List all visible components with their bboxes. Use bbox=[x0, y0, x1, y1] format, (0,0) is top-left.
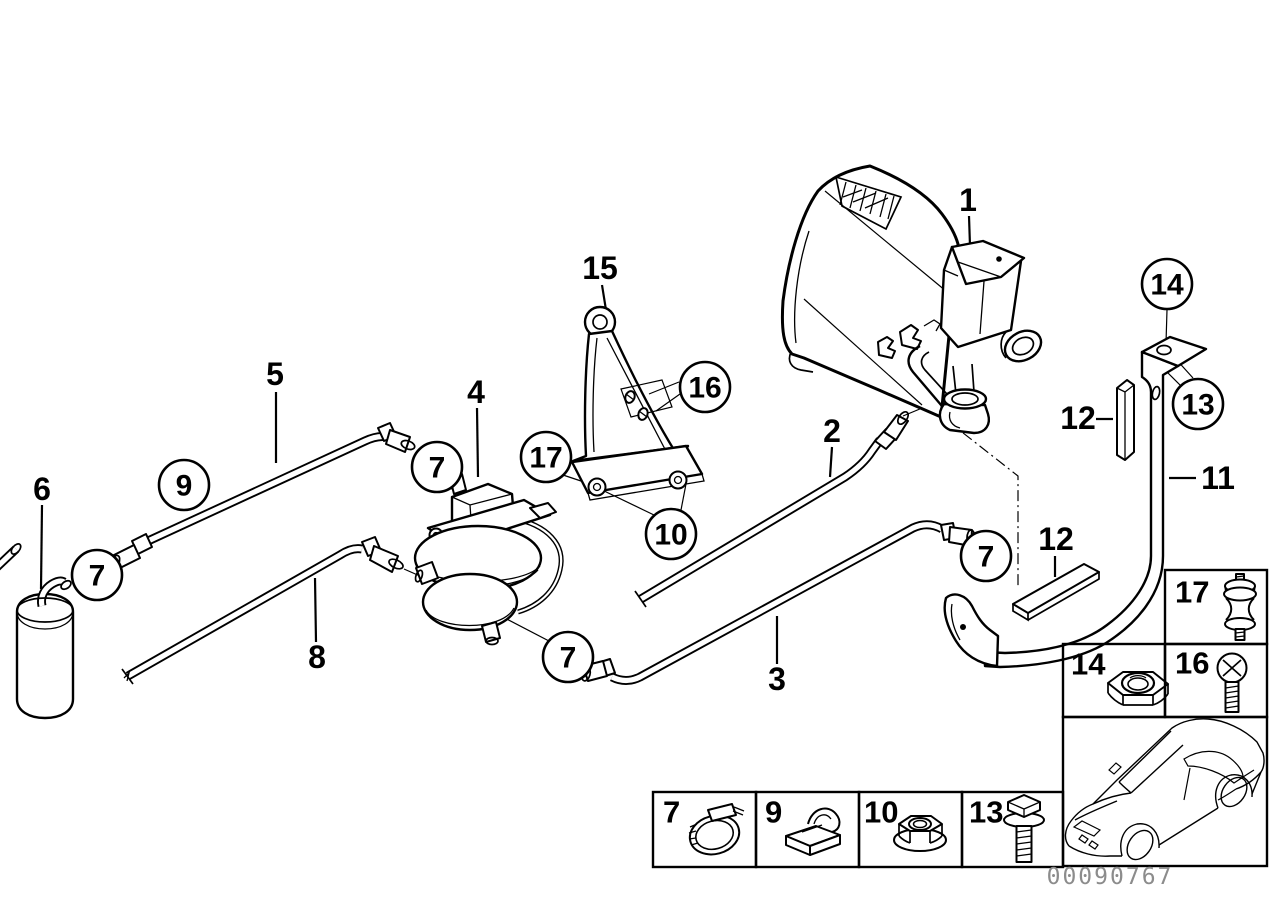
legend-cell-7[interactable]: 7 bbox=[651, 790, 758, 869]
legend-cell-13[interactable]: 13 bbox=[960, 790, 1065, 869]
callout-circled-10[interactable]: 10 bbox=[644, 507, 698, 561]
callout-12-lower[interactable]: 12 bbox=[1038, 521, 1074, 557]
callout-4[interactable]: 4 bbox=[467, 374, 485, 410]
part-6-fuel-filter-canister bbox=[15, 576, 75, 720]
canister-vent-grille bbox=[834, 175, 903, 231]
callout-12-upper[interactable]: 12 bbox=[1060, 400, 1096, 436]
diagram-id-number: 00090767 bbox=[1047, 864, 1174, 890]
svg-text:10: 10 bbox=[654, 519, 687, 552]
legend-cell-10[interactable]: 10 bbox=[857, 790, 964, 869]
part-15-holder-bracket bbox=[570, 305, 705, 501]
callout-circled-17[interactable]: 17 bbox=[519, 430, 573, 484]
svg-text:7: 7 bbox=[663, 795, 680, 830]
svg-text:16: 16 bbox=[1175, 646, 1209, 681]
bmw-coupe-outline bbox=[1064, 718, 1265, 861]
svg-text:7: 7 bbox=[429, 452, 446, 485]
part-4-vent-valve-assembly bbox=[413, 473, 564, 646]
screw-16-positions bbox=[624, 390, 649, 421]
callout-1[interactable]: 1 bbox=[959, 182, 977, 218]
hex-bolt-icon bbox=[1003, 794, 1045, 863]
callout-8[interactable]: 8 bbox=[308, 639, 326, 675]
hose-pipes bbox=[0, 432, 945, 685]
part-11-support-bracket bbox=[943, 335, 1208, 669]
callout-circled-13[interactable]: 13 bbox=[1171, 377, 1225, 431]
svg-text:7: 7 bbox=[560, 642, 577, 675]
canister-mounting-bracket bbox=[939, 239, 1026, 349]
vehicle-thumbnail[interactable] bbox=[1061, 715, 1269, 868]
svg-text:7: 7 bbox=[978, 541, 995, 574]
callout-circled-7-b[interactable]: 7 bbox=[410, 440, 464, 494]
callout-15[interactable]: 15 bbox=[582, 250, 618, 286]
svg-text:17: 17 bbox=[529, 442, 562, 475]
part-1-carbon-canister bbox=[780, 164, 1043, 435]
holder-clip-icon bbox=[785, 807, 841, 856]
canister-side-port bbox=[1000, 329, 1043, 363]
legend: 7 9 10 bbox=[651, 568, 1269, 869]
svg-text:7: 7 bbox=[89, 560, 106, 593]
flange-nut-icon bbox=[893, 815, 947, 852]
pad-12-horizontal bbox=[1012, 563, 1100, 622]
callout-circled-9[interactable]: 9 bbox=[157, 458, 211, 512]
bracket-hook-end bbox=[943, 593, 1000, 668]
callout-circled-7-d[interactable]: 7 bbox=[959, 529, 1013, 583]
hex-nut-icon bbox=[1107, 671, 1169, 706]
callout-circled-7-c[interactable]: 7 bbox=[541, 630, 595, 684]
legend-cell-9[interactable]: 9 bbox=[754, 790, 861, 869]
callout-11[interactable]: 11 bbox=[1201, 460, 1235, 496]
legend-cell-16[interactable]: 16 bbox=[1163, 642, 1269, 719]
svg-text:16: 16 bbox=[688, 372, 721, 405]
svg-text:13: 13 bbox=[1181, 389, 1214, 422]
pad-12-vertical bbox=[1116, 379, 1135, 461]
callout-circled-7-a[interactable]: 7 bbox=[70, 548, 124, 602]
callout-circled-14[interactable]: 14 bbox=[1140, 257, 1194, 311]
svg-text:13: 13 bbox=[969, 795, 1003, 830]
canister-clips bbox=[877, 319, 941, 359]
svg-text:9: 9 bbox=[176, 470, 193, 503]
hose-open-ends bbox=[10, 543, 647, 685]
svg-text:9: 9 bbox=[765, 795, 782, 830]
canister-down-pipe bbox=[938, 363, 990, 435]
svg-text:10: 10 bbox=[864, 795, 898, 830]
legend-cell-17[interactable]: 17 bbox=[1163, 568, 1269, 646]
svg-text:17: 17 bbox=[1175, 575, 1209, 610]
legend-cell-14[interactable]: 14 bbox=[1061, 642, 1169, 719]
callout-5[interactable]: 5 bbox=[266, 356, 284, 392]
slotted-screw-icon bbox=[1216, 652, 1248, 713]
callout-3[interactable]: 3 bbox=[768, 661, 786, 697]
svg-text:14: 14 bbox=[1071, 647, 1106, 682]
callout-2[interactable]: 2 bbox=[823, 413, 841, 449]
callouts: 1 2 3 4 5 6 8 11 12 12 15 9 7 7 17 10 bbox=[33, 182, 1235, 697]
callout-6[interactable]: 6 bbox=[33, 471, 51, 507]
svg-text:14: 14 bbox=[1150, 269, 1184, 302]
callout-circled-16[interactable]: 16 bbox=[678, 360, 732, 414]
rubber-mount-icon bbox=[1223, 573, 1257, 641]
hose-clamp-icon bbox=[688, 803, 745, 856]
